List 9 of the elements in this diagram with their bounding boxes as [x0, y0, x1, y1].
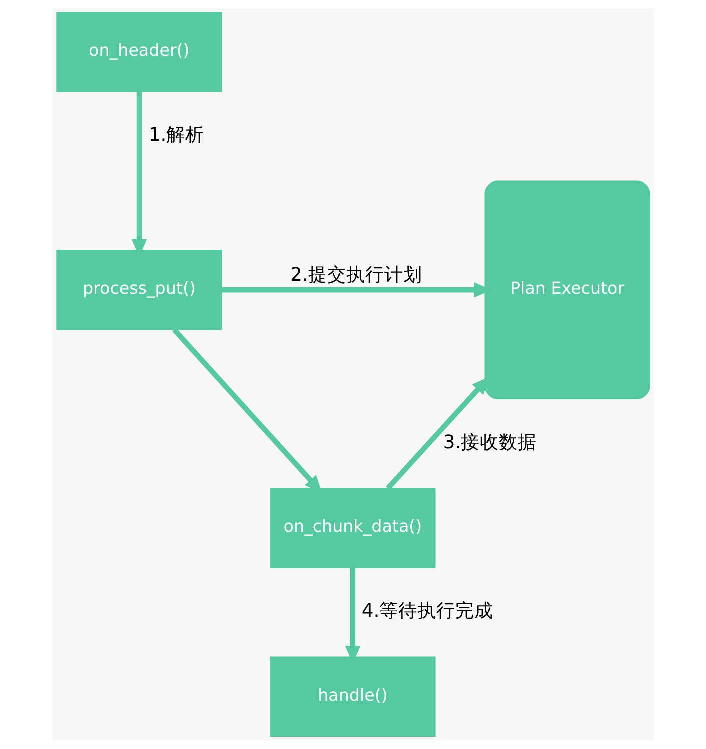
- edge-label: 2.提交执行计划: [290, 265, 422, 286]
- node-box: process_put(): [56, 250, 222, 330]
- node-box: Plan Executor: [484, 180, 650, 400]
- edge-label: 1.解析: [148, 125, 204, 146]
- node-box: on_chunk_data(): [270, 488, 436, 568]
- edge-label: 3.接收数据: [442, 432, 537, 454]
- node-box: handle(): [270, 656, 436, 737]
- node-box: on_header(): [56, 12, 222, 92]
- edge-label: 4.等待执行完成: [361, 601, 494, 622]
